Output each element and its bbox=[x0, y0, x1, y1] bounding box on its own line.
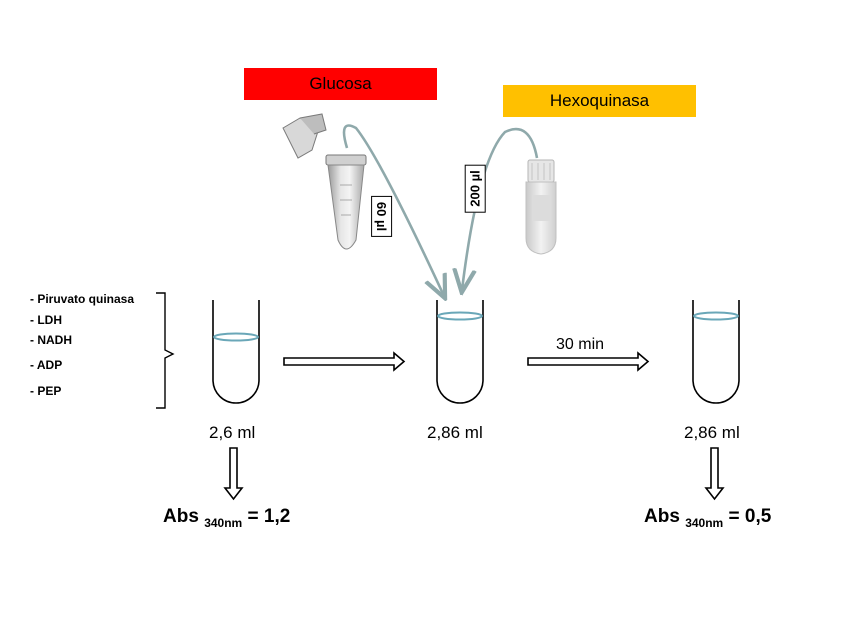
glucosa-banner: Glucosa bbox=[244, 68, 437, 100]
eppendorf-tube-icon bbox=[282, 113, 367, 250]
volume-right: 2,86 ml bbox=[684, 423, 740, 442]
incubation-time-label: 30 min bbox=[556, 336, 605, 353]
glucosa-label: Glucosa bbox=[309, 74, 372, 93]
glucosa-transfer-curve bbox=[342, 124, 444, 297]
reagent-piruvato-quinasa: - Piruvato quinasa bbox=[30, 292, 135, 306]
test-tube-right bbox=[692, 300, 740, 404]
volume-left: 2,6 ml bbox=[209, 423, 256, 442]
test-tube-left bbox=[212, 300, 260, 404]
reagent-adp: - ADP bbox=[30, 358, 63, 372]
test-tube-middle bbox=[436, 300, 484, 404]
hexoquinasa-label: Hexoquinasa bbox=[549, 91, 650, 110]
arrow-down-right bbox=[704, 447, 725, 501]
absorbance-left: Abs 340nm = 1,2 bbox=[163, 506, 291, 530]
volume-middle: 2,86 ml bbox=[427, 423, 483, 442]
absorbance-right: Abs 340nm = 0,5 bbox=[644, 506, 772, 530]
hexoquinasa-volume-tag: 200 µl bbox=[464, 164, 486, 213]
arrow-down-left bbox=[223, 447, 244, 501]
reagent-nadh: - NADH bbox=[30, 333, 72, 347]
glucosa-volume-tag: 60 µl bbox=[371, 195, 393, 238]
arrow-middle-to-right bbox=[527, 351, 650, 372]
reagent-pep: - PEP bbox=[30, 384, 62, 398]
hexoquinasa-banner: Hexoquinasa bbox=[503, 85, 696, 117]
arrow-left-to-middle bbox=[283, 351, 406, 372]
reagent-bracket bbox=[156, 292, 175, 409]
cryovial-icon bbox=[525, 159, 557, 255]
reagent-ldh: - LDH bbox=[30, 313, 62, 327]
hexoquinasa-transfer-curve bbox=[462, 127, 539, 290]
